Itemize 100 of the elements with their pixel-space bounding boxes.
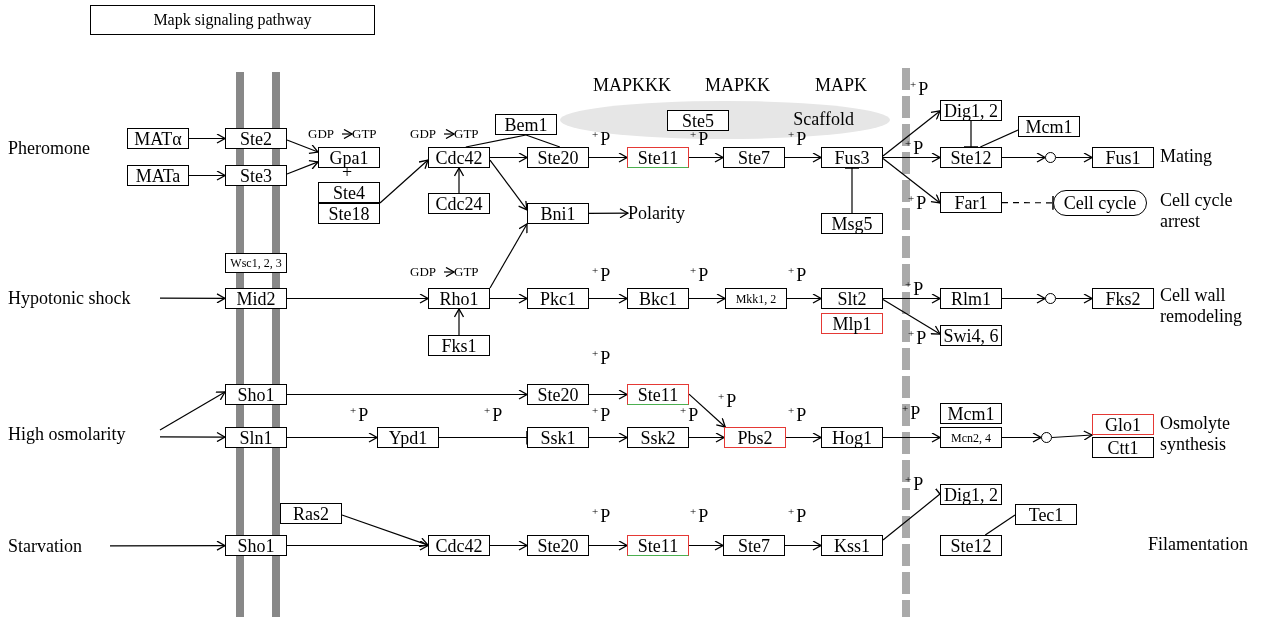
arrow [109,540,226,551]
protein-box: Pbs2 [724,427,786,448]
arrow [489,223,528,289]
arrow [159,431,226,443]
nucleotide-label: GDP [410,126,444,142]
arrow [489,293,528,304]
protein-box: Msg5 [821,213,883,234]
protein-box: Ste11 [627,535,689,556]
protein-box: Glo1 [1092,414,1154,435]
protein-box: Ste11 [627,384,689,405]
annotation-label: MAPKK [705,75,770,96]
nucleotide-label: GTP [454,126,488,142]
protein-box: Bem1 [495,114,557,135]
protein-box: Ste20 [527,384,589,405]
protein-box: Kss1 [821,535,883,556]
annotation-label: Mating [1160,146,1212,167]
protein-box: Fus3 [821,147,883,168]
phosphorylation-label: $^{+}$P [718,390,737,412]
protein-box: Mkk1, 2 [725,288,787,309]
nucleotide-label: GDP [410,264,444,280]
protein-box: Mcm1 [940,403,1002,424]
arrow [882,293,941,304]
protein-box: Cdc42 [428,535,490,556]
junction-circle [1041,432,1052,443]
arrow [1051,430,1093,441]
protein-box: Hog1 [821,427,883,448]
arrow [188,170,226,181]
protein-box: Ste4 [318,182,380,203]
phosphorylation-label: $^{+}$P [788,128,807,150]
arrow [159,391,226,431]
arrow [588,540,628,551]
arrow [286,432,378,443]
scaffold-label: Scaffold [793,109,854,130]
annotation-label: MAPK [815,75,867,96]
annotation-label: MAPKKK [593,75,671,96]
protein-box: Ste20 [527,147,589,168]
arrow [688,540,724,551]
arrow [784,152,822,163]
arrow [1055,152,1093,163]
protein-box: Mcm1 [1018,116,1080,137]
protein-box: Bkc1 [627,288,689,309]
arrow [882,152,941,163]
protein-box: Sln1 [225,427,287,448]
arrow [588,293,628,304]
protein-box: Cdc24 [428,193,490,214]
arrow [286,160,319,175]
protein-box: Ctt1 [1092,437,1154,458]
annotation-label: Filamentation [1148,534,1248,555]
phosphorylation-label: $^{+}$P [484,404,503,426]
arrow [489,152,528,163]
annotation-label: Osmolyte synthesis [1160,413,1231,455]
protein-box: Rlm1 [940,288,1002,309]
arrow [443,128,455,140]
phosphorylation-label: $^{+}$P [592,264,611,286]
phosphorylation-label: $^{+}$P [908,192,927,214]
arrow [443,266,455,278]
arrow [1001,293,1046,304]
phosphorylation-label: $^{+}$P [350,404,369,426]
arrow [286,540,429,551]
phosphorylation-label: $^{+}$P [680,404,699,426]
arrow [379,159,429,204]
arrow [588,432,628,443]
protein-box: Mlp1 [821,313,883,334]
arrow [188,133,226,144]
arrow [341,128,353,140]
arrow [784,540,822,551]
arrow [341,514,429,548]
protein-box: Ste3 [225,165,287,186]
arrow [286,139,319,154]
annotation-label: Cell wall remodeling [1160,285,1243,327]
nucleotide-label: GTP [352,126,386,142]
arrow [1001,152,1046,163]
connector-line [979,129,1019,148]
protein-box: Ypd1 [377,427,439,448]
arrow [882,298,941,335]
protein-box: Ste2 [225,128,287,149]
phosphorylation-label: $^{+}$P [592,347,611,369]
arrow [882,157,941,204]
phosphorylation-label: $^{+}$P [908,327,927,349]
inhibition-line [1001,195,1054,211]
arrow [688,293,726,304]
protein-box: Mcn2, 4 [940,427,1002,448]
junction-circle [1045,152,1056,163]
arrow [588,389,628,400]
stimulus-label: Hypotonic shock [8,287,160,309]
protein-box: Ste20 [527,535,589,556]
protein-box: Mid2 [225,288,287,309]
phosphorylation-label: $^{+}$P [905,473,924,495]
nucleotide-label: GDP [308,126,342,142]
protein-box: Ste12 [940,147,1002,168]
phosphorylation-label: $^{+}$P [690,505,709,527]
phosphorylation-label: $^{+}$P [910,78,929,100]
phosphorylation-label: $^{+}$P [592,505,611,527]
phosphorylation-label: $^{+}$P [902,402,921,424]
phosphorylation-label: $^{+}$P [788,264,807,286]
arrow [688,432,725,443]
phosphorylation-label: $^{+}$P [592,128,611,150]
arrow [588,152,628,163]
phosphorylation-label: $^{+}$P [788,404,807,426]
protein-box: MATa [127,165,189,186]
